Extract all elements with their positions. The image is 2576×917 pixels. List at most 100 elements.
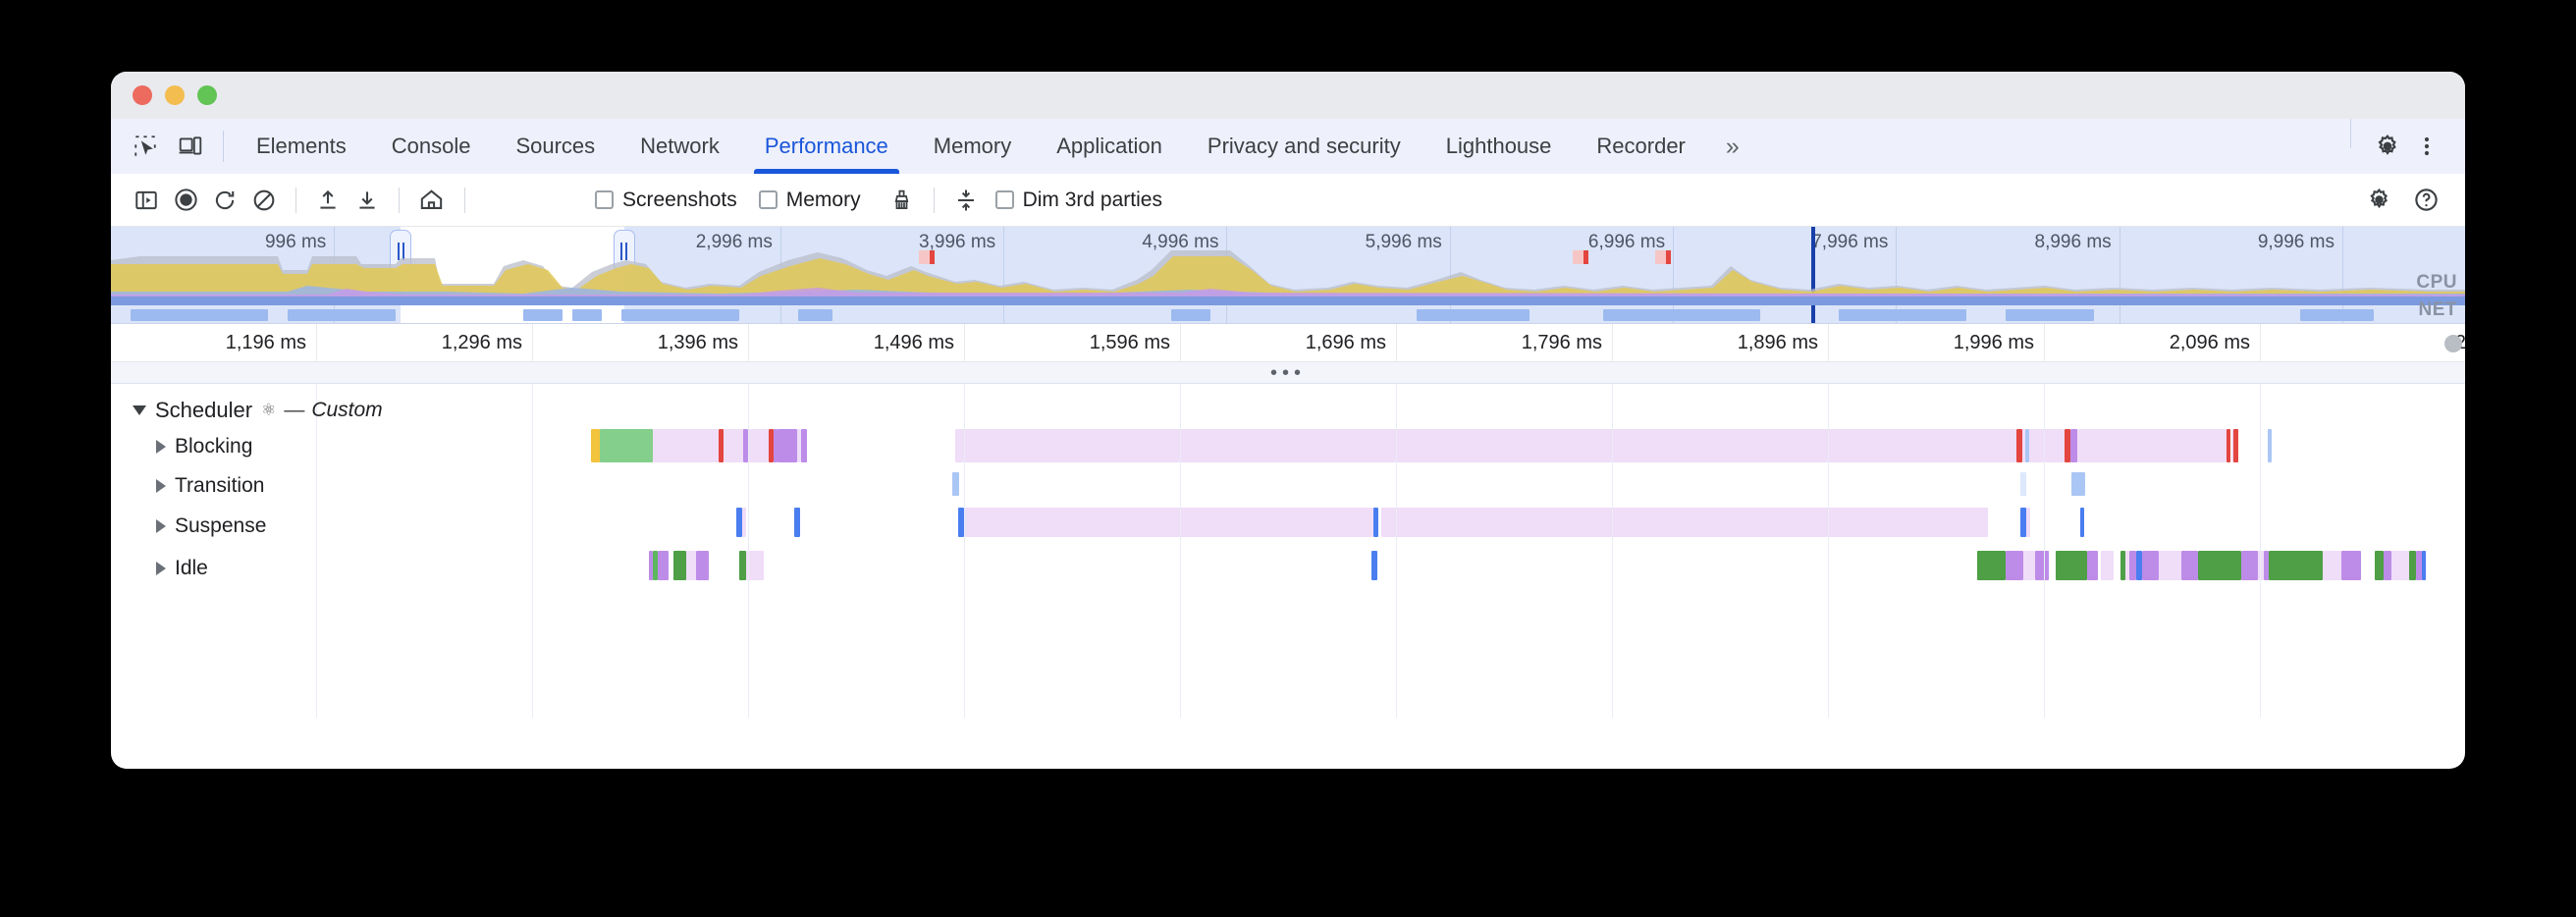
flame-bar[interactable] — [2181, 551, 2198, 580]
chevron-down-icon[interactable] — [133, 405, 146, 415]
tab-elements[interactable]: Elements — [234, 119, 369, 174]
flame-bar[interactable] — [2080, 508, 2084, 537]
tab-application[interactable]: Application — [1034, 119, 1185, 174]
dim-3rd-parties-checkbox[interactable]: Dim 3rd parties — [995, 189, 1162, 212]
chevron-right-icon[interactable] — [156, 440, 166, 454]
chevron-right-icon[interactable] — [156, 562, 166, 575]
flame-bar[interactable] — [739, 551, 746, 580]
flame-bar[interactable] — [2077, 429, 2227, 462]
flame-bar[interactable] — [2268, 429, 2272, 462]
flame-bar[interactable] — [2227, 429, 2230, 462]
flame-bar[interactable] — [2375, 551, 2384, 580]
memory-checkbox[interactable]: Memory — [759, 189, 861, 212]
collect-garbage-brush-icon[interactable] — [883, 181, 922, 220]
chevron-right-icon[interactable] — [156, 479, 166, 493]
flame-bar[interactable] — [801, 429, 807, 462]
checkbox-box[interactable] — [995, 190, 1014, 209]
flame-bar[interactable] — [1977, 551, 2006, 580]
flame-bar[interactable] — [1381, 508, 1988, 537]
inspect-element-icon[interactable] — [129, 130, 162, 163]
tab-memory[interactable]: Memory — [911, 119, 1034, 174]
flame-bar[interactable] — [2416, 551, 2422, 580]
flame-bar[interactable] — [1371, 551, 1377, 580]
close-window-button[interactable] — [133, 85, 152, 105]
flame-bar[interactable] — [1373, 508, 1379, 537]
tab-lighthouse[interactable]: Lighthouse — [1423, 119, 1575, 174]
more-tabs-chevron-icon[interactable]: » — [1708, 119, 1757, 174]
flame-bar[interactable] — [2198, 551, 2240, 580]
flame-bar[interactable] — [724, 429, 743, 462]
tab-performance[interactable]: Performance — [742, 119, 911, 174]
download-profile-icon[interactable] — [348, 181, 387, 220]
collapse-tracks-icon[interactable] — [946, 181, 986, 220]
home-landing-page-icon[interactable] — [411, 181, 451, 220]
flame-bar[interactable] — [794, 508, 800, 537]
minimize-window-button[interactable] — [165, 85, 185, 105]
flame-bar[interactable] — [2233, 429, 2237, 462]
resize-drag-handle[interactable]: ••• — [111, 362, 2465, 384]
flame-bar[interactable] — [2023, 551, 2034, 580]
flame-bar[interactable] — [2026, 508, 2030, 537]
tab-privacy-and-security[interactable]: Privacy and security — [1185, 119, 1423, 174]
tab-sources[interactable]: Sources — [493, 119, 617, 174]
flame-bar[interactable] — [2065, 429, 2070, 462]
flame-bar[interactable] — [2087, 551, 2098, 580]
track-row-transition[interactable]: Transition — [156, 474, 264, 498]
flame-bar[interactable] — [696, 551, 709, 580]
help-question-icon[interactable] — [2406, 181, 2445, 220]
flame-bar[interactable] — [591, 429, 600, 462]
tab-network[interactable]: Network — [617, 119, 742, 174]
flame-bar[interactable] — [2142, 551, 2159, 580]
flame-bar[interactable] — [778, 429, 797, 462]
flame-bar[interactable] — [658, 551, 669, 580]
flame-bar[interactable] — [2071, 472, 2085, 496]
flame-bar[interactable] — [748, 429, 770, 462]
flame-bar[interactable] — [2409, 551, 2416, 580]
flame-bar[interactable] — [2159, 551, 2181, 580]
flame-bar[interactable] — [2129, 551, 2136, 580]
flame-bar[interactable] — [673, 551, 686, 580]
track-row-suspense[interactable]: Suspense — [156, 514, 266, 538]
flame-bar[interactable] — [958, 508, 964, 537]
record-icon[interactable] — [166, 181, 205, 220]
capture-settings-gear-icon[interactable] — [2359, 181, 2398, 220]
flame-bar[interactable] — [2341, 551, 2361, 580]
flame-bar[interactable] — [2422, 551, 2426, 580]
flame-bar[interactable] — [686, 551, 696, 580]
flame-bar[interactable] — [964, 508, 1373, 537]
toggle-sidebar-icon[interactable] — [127, 181, 166, 220]
flame-bar[interactable] — [2070, 429, 2077, 462]
flame-bar[interactable] — [2241, 551, 2258, 580]
flame-bar[interactable] — [2101, 551, 2114, 580]
flame-bar[interactable] — [653, 429, 718, 462]
track-row-idle[interactable]: Idle — [156, 557, 208, 580]
flame-bar[interactable] — [2016, 429, 2022, 462]
clear-recording-icon[interactable] — [244, 181, 284, 220]
flame-bar[interactable] — [2035, 551, 2049, 580]
flame-bar[interactable] — [2020, 472, 2026, 496]
track-group-scheduler[interactable]: Scheduler ⚛ — Custom — [133, 398, 383, 423]
upload-profile-icon[interactable] — [308, 181, 348, 220]
flame-bar[interactable] — [2269, 551, 2323, 580]
flame-chart-area[interactable]: Scheduler ⚛ — Custom Blocking Transition… — [111, 384, 2465, 718]
timeline-overview[interactable]: 996 ms1,996 ms2,996 ms3,996 ms4,996 ms5,… — [111, 227, 2465, 323]
screenshots-checkbox[interactable]: Screenshots — [595, 189, 737, 212]
flame-bar[interactable] — [2056, 551, 2087, 580]
detail-timeline-ruler[interactable]: 1,196 ms1,296 ms1,396 ms1,496 ms1,596 ms… — [111, 323, 2465, 362]
flame-bar[interactable] — [2006, 551, 2024, 580]
tab-recorder[interactable]: Recorder — [1574, 119, 1707, 174]
track-row-blocking[interactable]: Blocking — [156, 435, 252, 458]
horizontal-scroll-thumb[interactable] — [2444, 335, 2462, 352]
flame-bar[interactable] — [2029, 429, 2065, 462]
flame-bar[interactable] — [952, 472, 959, 496]
flame-bar[interactable] — [600, 429, 654, 462]
flame-bar[interactable] — [769, 429, 773, 462]
flame-bar[interactable] — [2384, 551, 2392, 580]
settings-gear-icon[interactable] — [2371, 130, 2404, 163]
maximize-window-button[interactable] — [197, 85, 217, 105]
tab-console[interactable]: Console — [369, 119, 494, 174]
chevron-right-icon[interactable] — [156, 519, 166, 533]
flame-bar[interactable] — [2391, 551, 2408, 580]
flame-bar[interactable] — [955, 429, 2016, 462]
flame-bar[interactable] — [742, 508, 746, 537]
